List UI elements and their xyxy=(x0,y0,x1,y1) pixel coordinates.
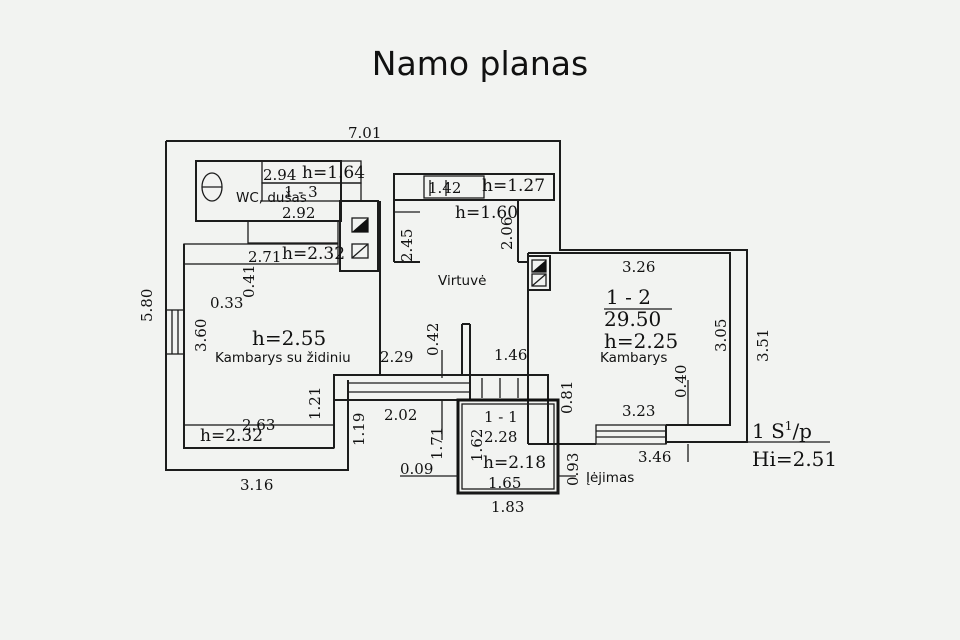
dim-bottom-316: 3.16 xyxy=(240,476,273,494)
dimension-lines xyxy=(400,350,830,494)
dim-kit-h2: h=1.60 xyxy=(455,203,518,223)
dim-left-121: 1.21 xyxy=(306,387,324,420)
dim-kit-h1: h=1.27 xyxy=(482,176,545,196)
hall xyxy=(333,323,549,444)
dim-kit-206: 2.06 xyxy=(498,217,516,250)
dim-ent-009: 0.09 xyxy=(400,460,433,478)
dim-ent-162: 1.62 xyxy=(468,429,486,462)
left-window xyxy=(165,309,335,449)
dim-wc-w: 2.94 xyxy=(263,166,296,184)
room-labels: WC, dušas Virtuvė Kambarys su židiniu Ka… xyxy=(215,190,667,486)
dim-left-580: 5.80 xyxy=(138,289,156,322)
chimney xyxy=(339,200,381,375)
dim-room-326: 3.26 xyxy=(622,258,655,276)
dim-left-033: 0.33 xyxy=(210,294,243,312)
room-label-kitchen: Virtuvė xyxy=(438,273,486,289)
dim-room-area: 29.50 xyxy=(604,307,661,331)
dim-hall-119: 1.19 xyxy=(350,413,368,446)
dim-left-360: 3.60 xyxy=(192,319,210,352)
dim-room-351: 3.51 xyxy=(754,329,772,362)
wc-block xyxy=(183,160,362,265)
dim-wc-h: h=1.64 xyxy=(302,163,365,183)
dim-hall-202: 2.02 xyxy=(384,406,417,424)
dim-room-040: 0.40 xyxy=(672,365,690,398)
dim-room-081: 0.81 xyxy=(558,381,576,414)
dimension-labels: 7.01 2.94 h=1.64 1 - 3 2.92 1.42 h=1.27 … xyxy=(138,124,772,516)
dim-ent-id: 1 - 1 xyxy=(484,408,518,426)
kitchen-block xyxy=(393,173,555,291)
dim-ent-183: 1.83 xyxy=(491,498,524,516)
dim-wc-w2: 2.92 xyxy=(282,204,315,222)
dim-kit-245: 2.45 xyxy=(398,229,416,262)
level-legend: 1 S1/p Hi=2.51 xyxy=(752,419,837,471)
room-label-fireplace: Kambarys su židiniu xyxy=(215,350,351,366)
dim-room-h: h=2.25 xyxy=(604,329,678,353)
legend-line2: Hi=2.51 xyxy=(752,447,837,471)
room-label-entrance: Įėjimas xyxy=(586,470,634,486)
dim-ent-093: 0.93 xyxy=(564,453,582,486)
dim-room-323: 3.23 xyxy=(622,402,655,420)
page-title: Namo planas xyxy=(371,44,589,83)
dim-hall-042: 0.42 xyxy=(424,323,442,356)
dim-left-041: 0.41 xyxy=(240,265,258,298)
dim-left-top-w: 2.71 xyxy=(248,248,281,266)
dim-left-h: h=2.55 xyxy=(252,326,326,350)
room-window xyxy=(595,424,667,445)
dim-ent-165: 1.65 xyxy=(488,474,521,492)
dim-left-bot-h: h=2.32 xyxy=(200,426,263,446)
dim-kit-a: 1.42 xyxy=(428,179,461,197)
dim-left-263: 2.63 xyxy=(242,416,275,434)
dim-left-top-h: h=2.32 xyxy=(282,244,345,264)
dim-hall-229: 2.29 xyxy=(380,348,413,366)
dim-hall-171: 1.71 xyxy=(428,427,446,460)
room-label-room: Kambarys xyxy=(600,350,667,366)
dim-ent-area: 2.28 xyxy=(484,428,517,446)
dim-top-total: 7.01 xyxy=(348,124,381,142)
dim-room-id: 1 - 2 xyxy=(606,285,651,309)
room-label-wc: WC, dušas xyxy=(236,190,307,206)
dim-wc-id: 1 - 3 xyxy=(284,183,318,201)
dim-ent-h: h=2.18 xyxy=(483,453,546,473)
legend-line1: 1 S1/p xyxy=(752,419,812,443)
dim-room-305: 3.05 xyxy=(712,319,730,352)
dim-room-146: 1.46 xyxy=(494,346,527,364)
dim-room-346: 3.46 xyxy=(638,448,671,466)
